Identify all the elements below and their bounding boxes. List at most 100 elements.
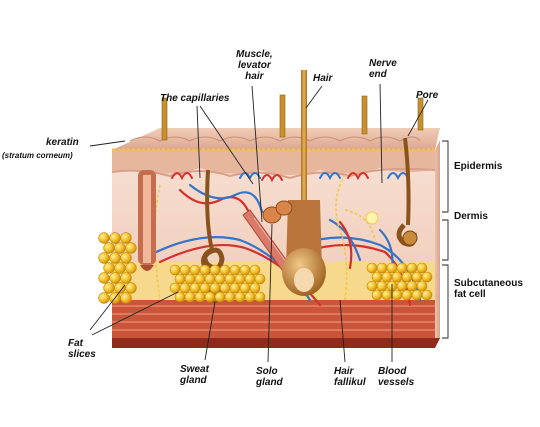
fat-cell [366, 262, 378, 274]
fat-cell [103, 242, 115, 254]
fat-cell [219, 282, 231, 294]
label-stratum-corneum: (stratum corneum) [2, 151, 73, 160]
fat-cell [411, 289, 423, 301]
label-nerve-end: Nerve end [369, 58, 397, 80]
label-muscle-levator: Muscle, levator hair [236, 49, 273, 82]
fat-cell [234, 273, 246, 285]
fat-cell [179, 282, 191, 294]
fat-cell [376, 280, 388, 292]
label-keratin: keratin [46, 137, 79, 148]
fat-cell [184, 273, 196, 285]
fat-cell [98, 252, 110, 264]
fat-cell [406, 262, 418, 274]
fat-cell [109, 252, 121, 264]
fat-cell [219, 264, 231, 276]
fat-cell [401, 289, 413, 301]
fat-cell [396, 262, 408, 274]
fat-cell [189, 282, 201, 294]
arrector-pili-muscle [242, 209, 291, 271]
fat-cell [98, 232, 110, 244]
fat-cell [371, 289, 383, 301]
fat-cell [421, 271, 433, 283]
label-sweat-gland: Sweat gland [180, 364, 209, 386]
fat-cell [416, 280, 428, 292]
fat-cell [366, 280, 378, 292]
fat-cell [214, 291, 226, 303]
fat-cell [98, 272, 110, 284]
fat-cell [234, 291, 246, 303]
fat-cell [406, 280, 418, 292]
fat-cell [391, 289, 403, 301]
fat-cell [249, 264, 261, 276]
fat-cell [120, 272, 132, 284]
central-hair [282, 70, 326, 296]
label-capillaries: The capillaries [160, 93, 230, 104]
fat-cell [204, 273, 216, 285]
epidermis-band [112, 150, 435, 175]
fat-cell [254, 291, 266, 303]
fat-cell [224, 273, 236, 285]
fat-cell [381, 271, 393, 283]
fat-cell [411, 271, 423, 283]
fat-cell [98, 292, 110, 304]
fat-cell [229, 282, 241, 294]
fat-cell [103, 262, 115, 274]
label-subcutaneous: Subcutaneous fat cell [454, 278, 523, 300]
fat-cell [254, 273, 266, 285]
label-blood-vessels: Blood vessels [378, 366, 415, 388]
fat-cell [174, 291, 186, 303]
fat-cell [174, 273, 186, 285]
fat-cell [169, 282, 181, 294]
fat-cell [209, 282, 221, 294]
fat-cell [125, 242, 137, 254]
nerve-ending [365, 211, 379, 225]
label-solo-gland: Solo gland [256, 366, 283, 388]
fat-cell [376, 262, 388, 274]
label-fat-slices: Fat slices [68, 338, 96, 360]
fat-cell [244, 273, 256, 285]
fat-cell [199, 282, 211, 294]
label-hair-follicle: Hair fallikul [334, 366, 366, 388]
sweat-gland [201, 169, 225, 275]
fat-cell [114, 242, 126, 254]
fat-cell [120, 292, 132, 304]
fat-cell [371, 271, 383, 283]
fat-cell [194, 273, 206, 285]
right-follicle-pore [396, 137, 418, 247]
fat-cell [401, 271, 413, 283]
fat-cell [120, 232, 132, 244]
fat-cell [391, 271, 403, 283]
fat-cell [244, 291, 256, 303]
fat-cell [209, 264, 221, 276]
fat-cell [189, 264, 201, 276]
fat-cell [239, 264, 251, 276]
capillary-loops [171, 172, 409, 183]
fat-cell [249, 282, 261, 294]
fat-cell [386, 262, 398, 274]
fat-cell [114, 262, 126, 274]
fat-cell [179, 264, 191, 276]
block-side-face [435, 140, 440, 348]
fat-cell [169, 264, 181, 276]
fat-cell [199, 264, 211, 276]
label-epidermis: Epidermis [454, 161, 503, 172]
label-hair: Hair [313, 73, 333, 84]
leader-lines [89, 83, 449, 363]
fat-cell [396, 280, 408, 292]
fat-cell [229, 264, 241, 276]
fat-cell [204, 291, 216, 303]
fat-cell [239, 282, 251, 294]
fat-cell [416, 262, 428, 274]
label-pore: Pore [416, 90, 439, 101]
fat-cell [184, 291, 196, 303]
fat-cell [103, 282, 115, 294]
fat-cell [120, 252, 132, 264]
fat-cell [421, 289, 433, 301]
fat-cell [381, 289, 393, 301]
label-dermis: Dermis [454, 211, 488, 222]
fat-cell [224, 291, 236, 303]
fat-cell [109, 272, 121, 284]
fat-cell [125, 282, 137, 294]
fat-cell [214, 273, 226, 285]
